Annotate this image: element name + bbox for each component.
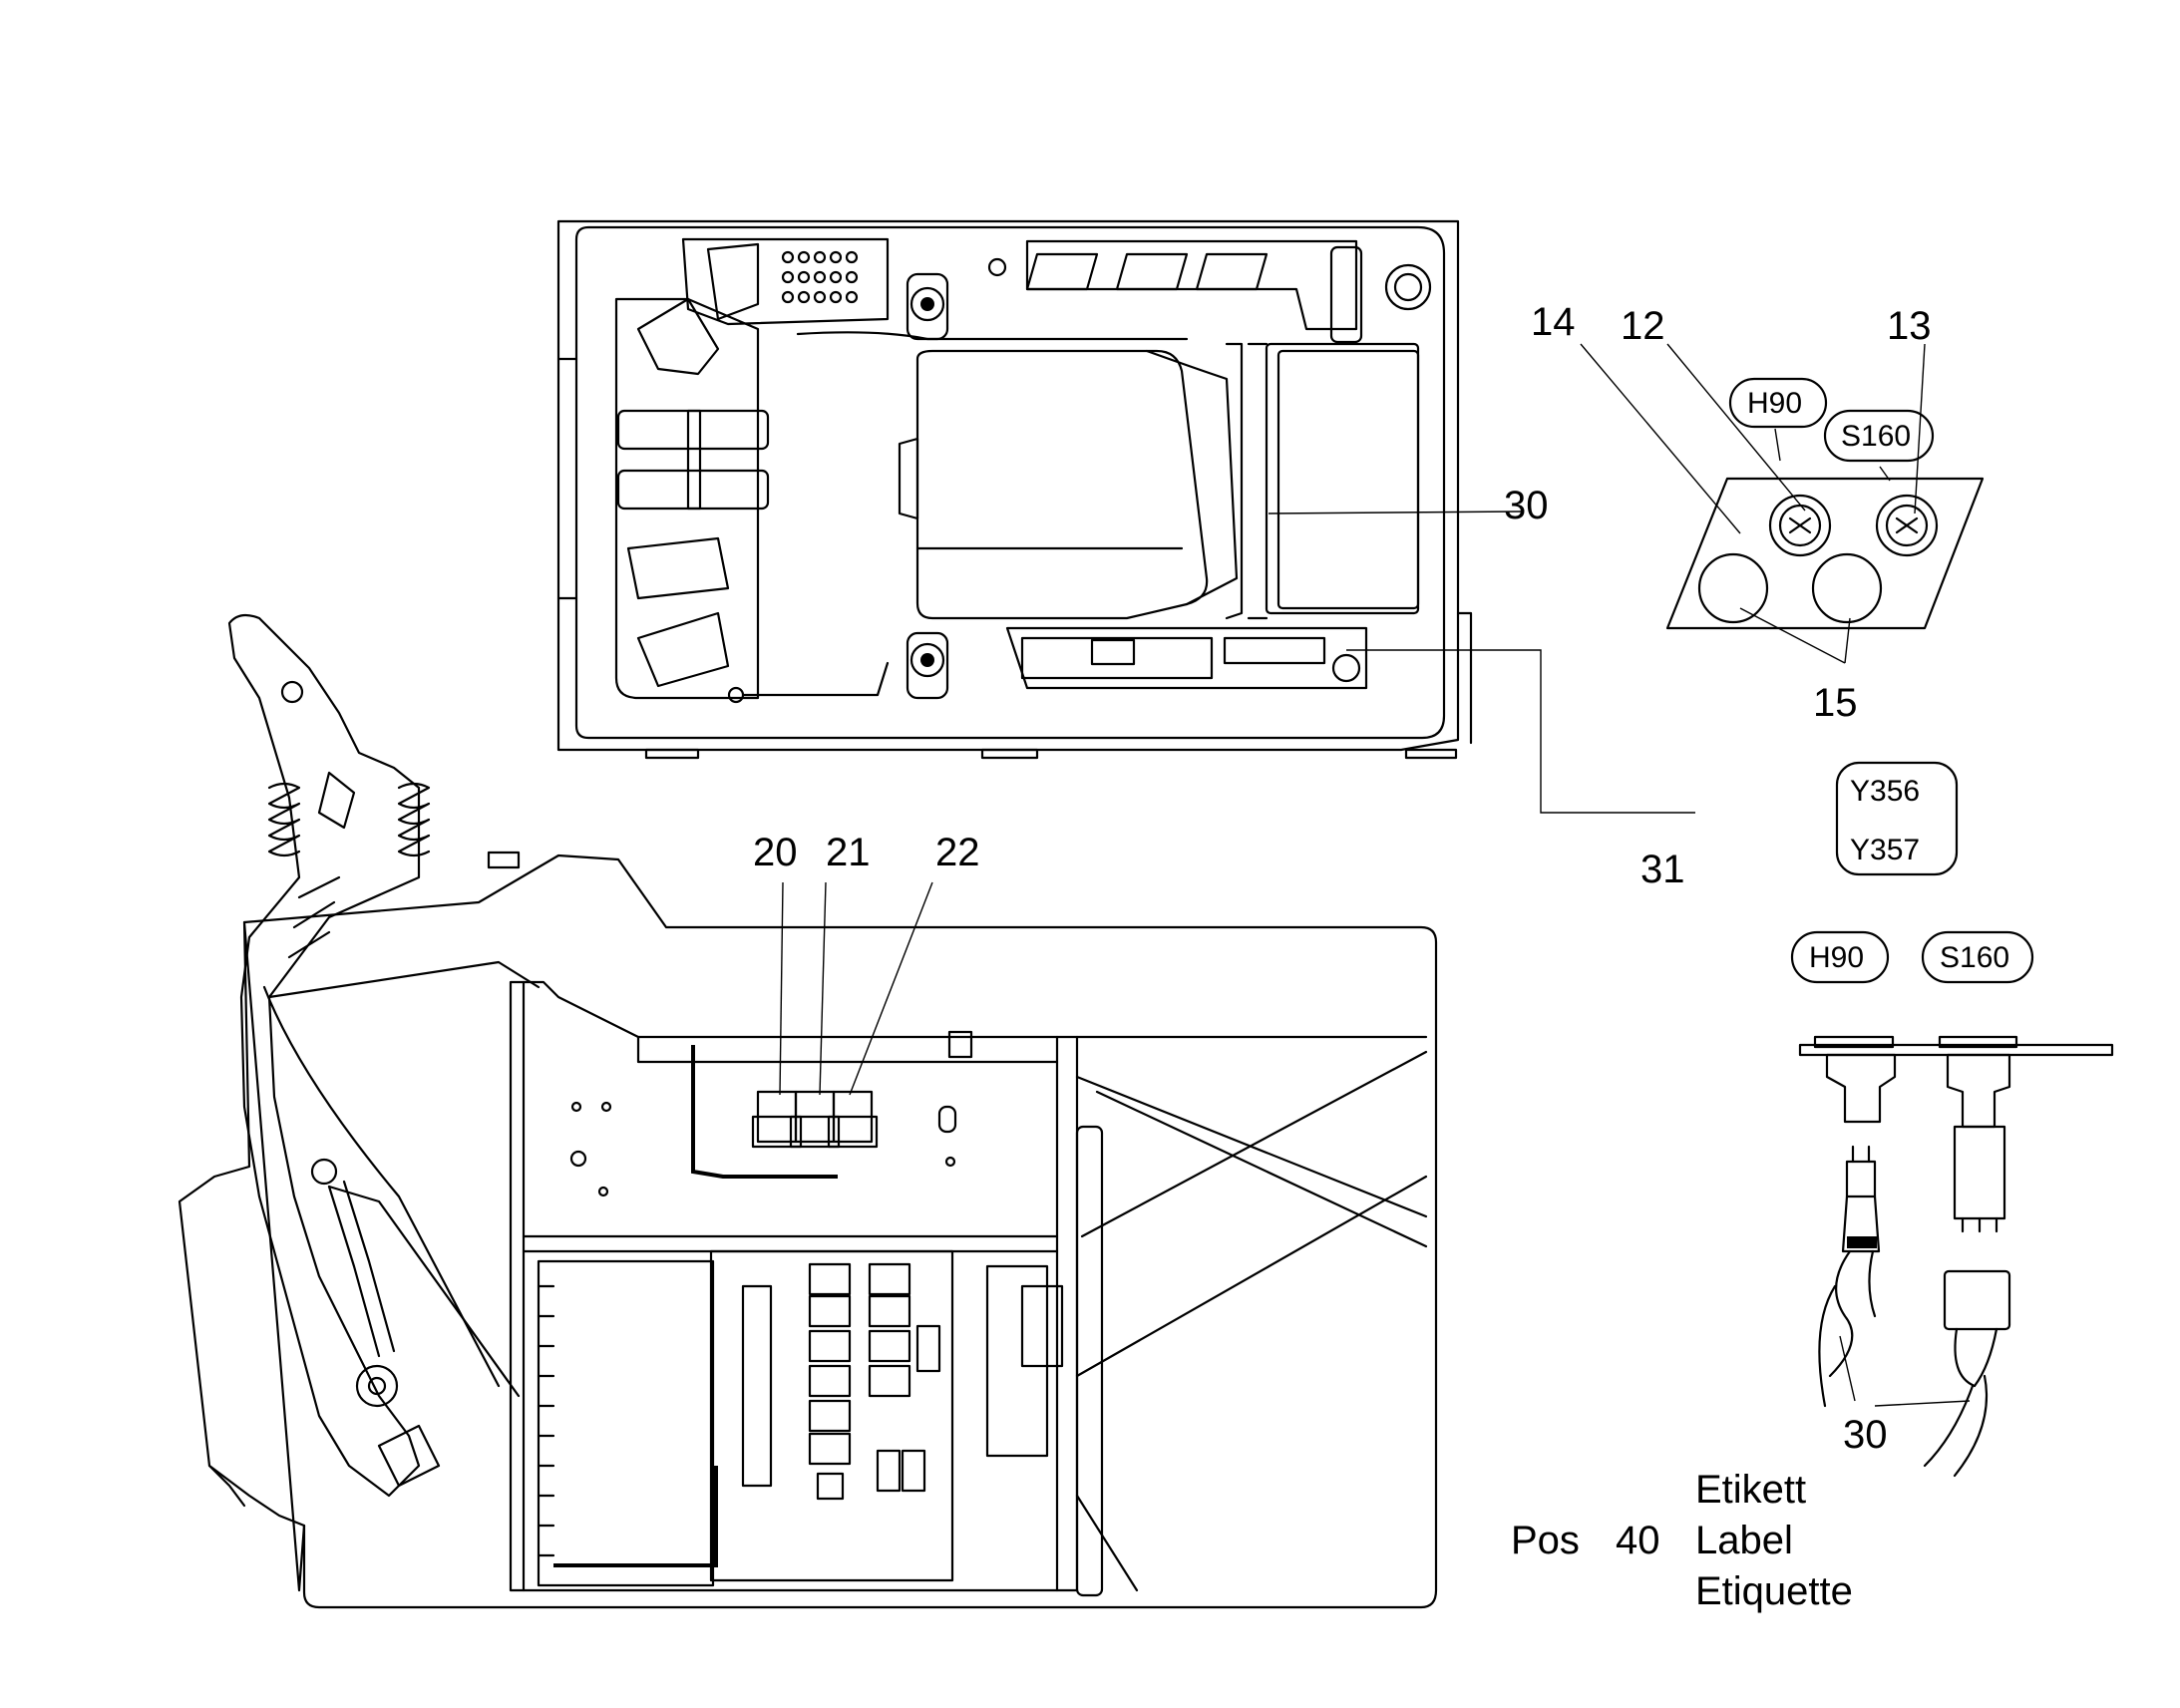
tag-s160-side: S160 (1921, 930, 2034, 984)
armrest-lever (227, 613, 521, 1498)
switch-13-icon (1875, 494, 1939, 557)
position-note: Pos 40 Etikett Label Etiquette (1511, 1468, 1853, 1613)
callout-30-side: 30 (1843, 1413, 1888, 1457)
relay-21 (789, 1090, 841, 1149)
svg-text:S160: S160 (1841, 420, 1911, 453)
leader-lines-top (1268, 511, 1695, 814)
pos-number: 40 (1616, 1519, 1660, 1562)
label-etikett: Etikett (1695, 1468, 1806, 1512)
keypad-buttons (781, 250, 859, 304)
joystick-left-bottom (906, 631, 949, 700)
callout-20: 20 (753, 831, 798, 874)
callout-12: 12 (1621, 304, 1665, 348)
tag-y356-y357: Y356 Y357 (1835, 761, 1959, 876)
tag-s160-top: S160 (1823, 409, 1935, 463)
svg-text:Y357: Y357 (1850, 834, 1920, 866)
callout-14: 14 (1531, 300, 1576, 344)
svg-text:H90: H90 (1747, 387, 1802, 420)
relay-22 (827, 1090, 879, 1149)
svg-text:S160: S160 (1940, 941, 2009, 974)
label-etiquette: Etiquette (1695, 1569, 1853, 1613)
pos-label: Pos (1511, 1519, 1580, 1562)
tag-h90-top: H90 (1728, 377, 1828, 429)
callout-31: 31 (1640, 848, 1685, 891)
callout-22: 22 (935, 831, 980, 874)
blank-hole-2 (1811, 552, 1883, 624)
blank-hole-1 (1697, 552, 1769, 624)
relay-bank (741, 1262, 941, 1501)
label-label: Label (1695, 1519, 1793, 1562)
operator-seat (898, 342, 1244, 620)
callout-13: 13 (1887, 304, 1932, 348)
callout-15: 15 (1813, 681, 1858, 725)
switch-side-view (1798, 1035, 2114, 1478)
cab-top-view (556, 219, 1473, 760)
svg-text:H90: H90 (1809, 941, 1864, 974)
relay-20 (751, 1090, 803, 1149)
tag-h90-side: H90 (1790, 930, 1890, 984)
joystick-left-top (906, 272, 949, 341)
control-box-view (178, 613, 1438, 1609)
switch-plate-detail (1580, 343, 1985, 664)
callout-30-top: 30 (1504, 484, 1549, 527)
callout-21: 21 (826, 831, 871, 874)
svg-text:Y356: Y356 (1850, 775, 1920, 808)
